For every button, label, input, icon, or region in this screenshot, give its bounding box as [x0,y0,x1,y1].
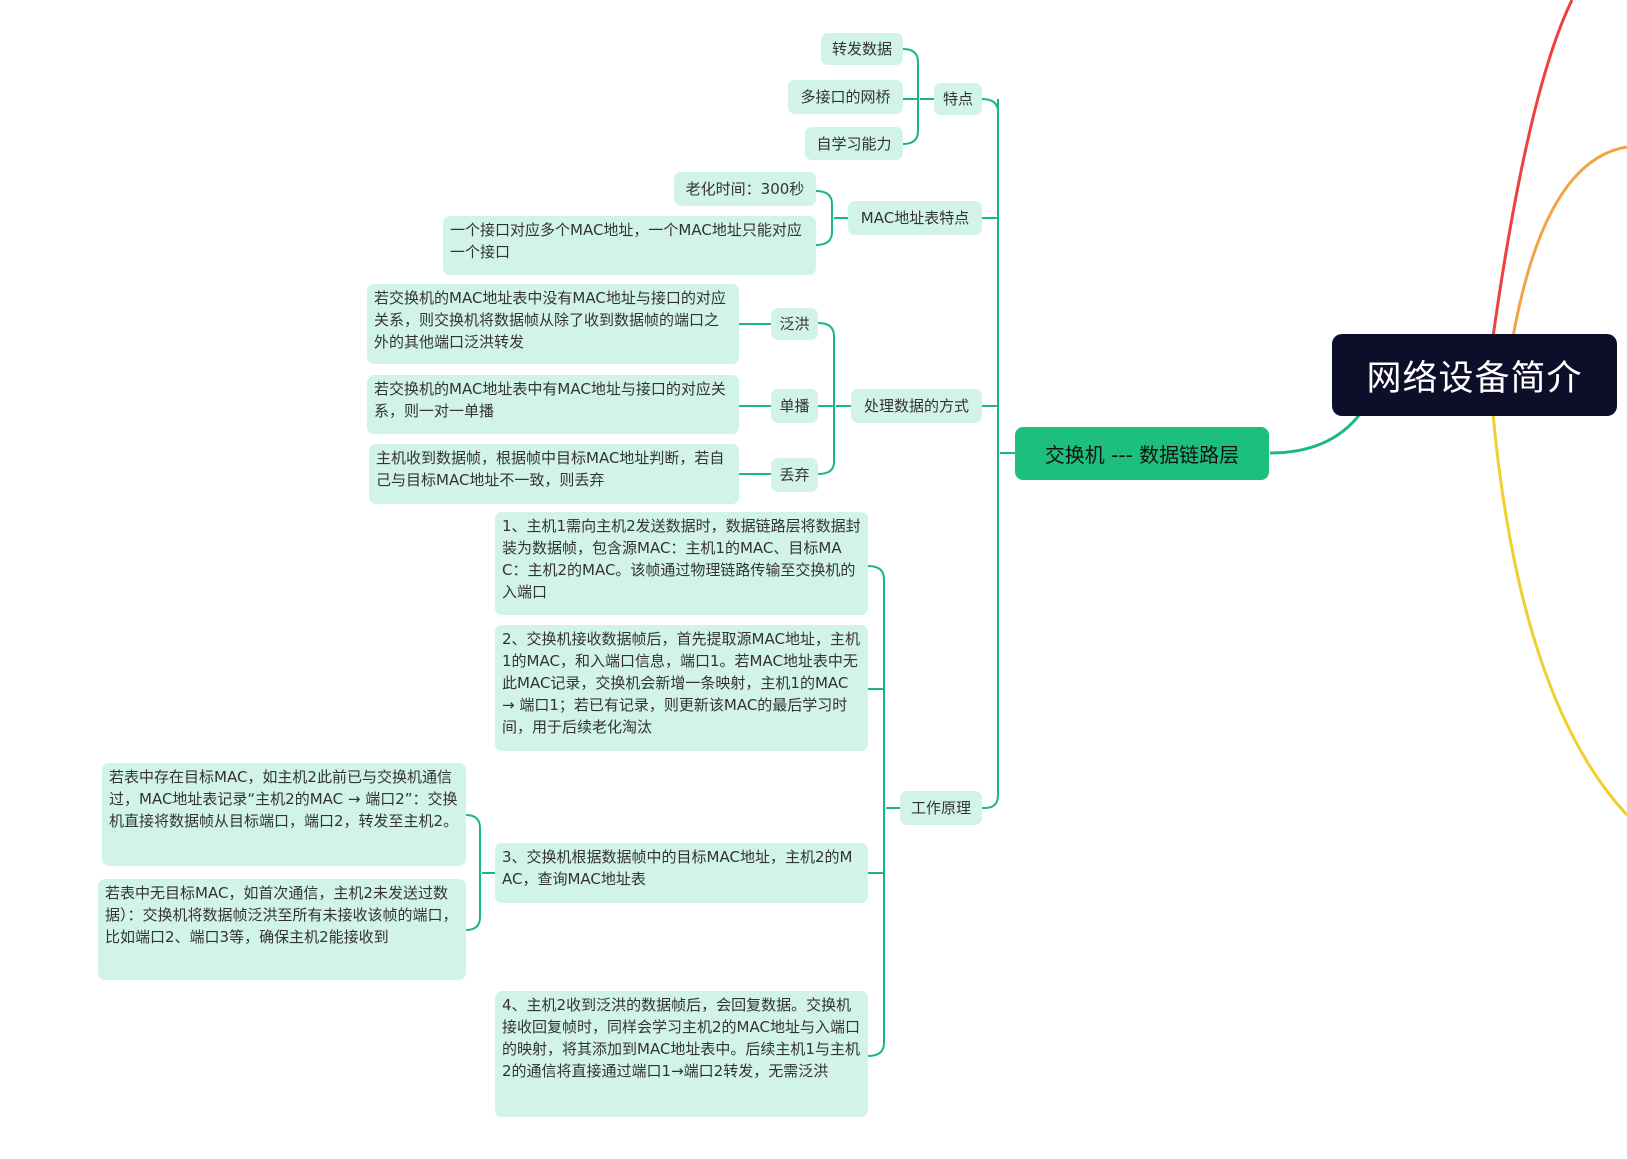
features-node[interactable]: 特点 [934,83,982,115]
mac-port-mapping[interactable]: 一个接口对应多个MAC地址，一个MAC地址只能对应一个接口 [443,216,816,275]
flood-desc[interactable]: 若交换机的MAC地址表中没有MAC地址与接口的对应关系，则交换机将数据帧从除了收… [367,284,739,364]
branch-red-line [1491,0,1574,338]
mac-table-node[interactable]: MAC地址表特点 [848,201,982,235]
branch-orange-line [1511,145,1627,338]
features-bracket [902,48,934,145]
root-topic[interactable]: 网络设备简介 [1332,334,1617,416]
feature-multiport-bridge[interactable]: 多接口的网桥 [788,80,903,114]
mactable-bracket [815,190,848,246]
principle-node[interactable]: 工作原理 [900,791,982,825]
principle-bracket [867,565,900,1057]
step3-hit-node[interactable]: 若表中存在目标MAC，如主机2此前已与交换机通信过，MAC地址表记录“主机2的M… [102,763,466,866]
step3-miss-node[interactable]: 若表中无目标MAC，如首次通信，主机2未发送过数据）：交换机将数据帧泛洪至所有未… [98,879,466,980]
root-main-line [1269,413,1362,455]
step2-node[interactable]: 2、交换机接收数据帧后，首先提取源MAC地址，主机1的MAC，和入端口信息，端口… [495,625,868,751]
feature-forward[interactable]: 转发数据 [821,33,903,65]
flood-node[interactable]: 泛洪 [771,308,818,340]
discard-desc[interactable]: 主机收到数据帧，根据帧中目标MAC地址判断，若自己与目标MAC地址不一致，则丢弃 [369,444,739,504]
main-topic-switch[interactable]: 交换机 --- 数据链路层 [1015,427,1269,480]
step3-node[interactable]: 3、交换机根据数据帧中的目标MAC地址，主机2的MAC，查询MAC地址表 [495,843,868,903]
main-trunk-line [981,98,1015,809]
unicast-desc[interactable]: 若交换机的MAC地址表中有MAC地址与接口的对应关系，则一对一单播 [367,375,739,434]
step1-node[interactable]: 1、主机1需向主机2发送数据时，数据链路层将数据封装为数据帧，包含源MAC：主机… [495,512,868,615]
mac-aging-time[interactable]: 老化时间：300秒 [674,172,816,206]
discard-node[interactable]: 丢弃 [771,458,818,492]
unicast-node[interactable]: 单播 [771,389,818,423]
branch-yellow-line [1491,413,1627,817]
processing-node[interactable]: 处理数据的方式 [851,389,982,423]
step3-bracket [465,814,495,931]
processing-bracket [817,322,851,475]
step4-node[interactable]: 4、主机2收到泛洪的数据帧后，会回复数据。交换机接收回复帧时，同样会学习主机2的… [495,991,868,1117]
feature-self-learning[interactable]: 自学习能力 [805,127,903,160]
